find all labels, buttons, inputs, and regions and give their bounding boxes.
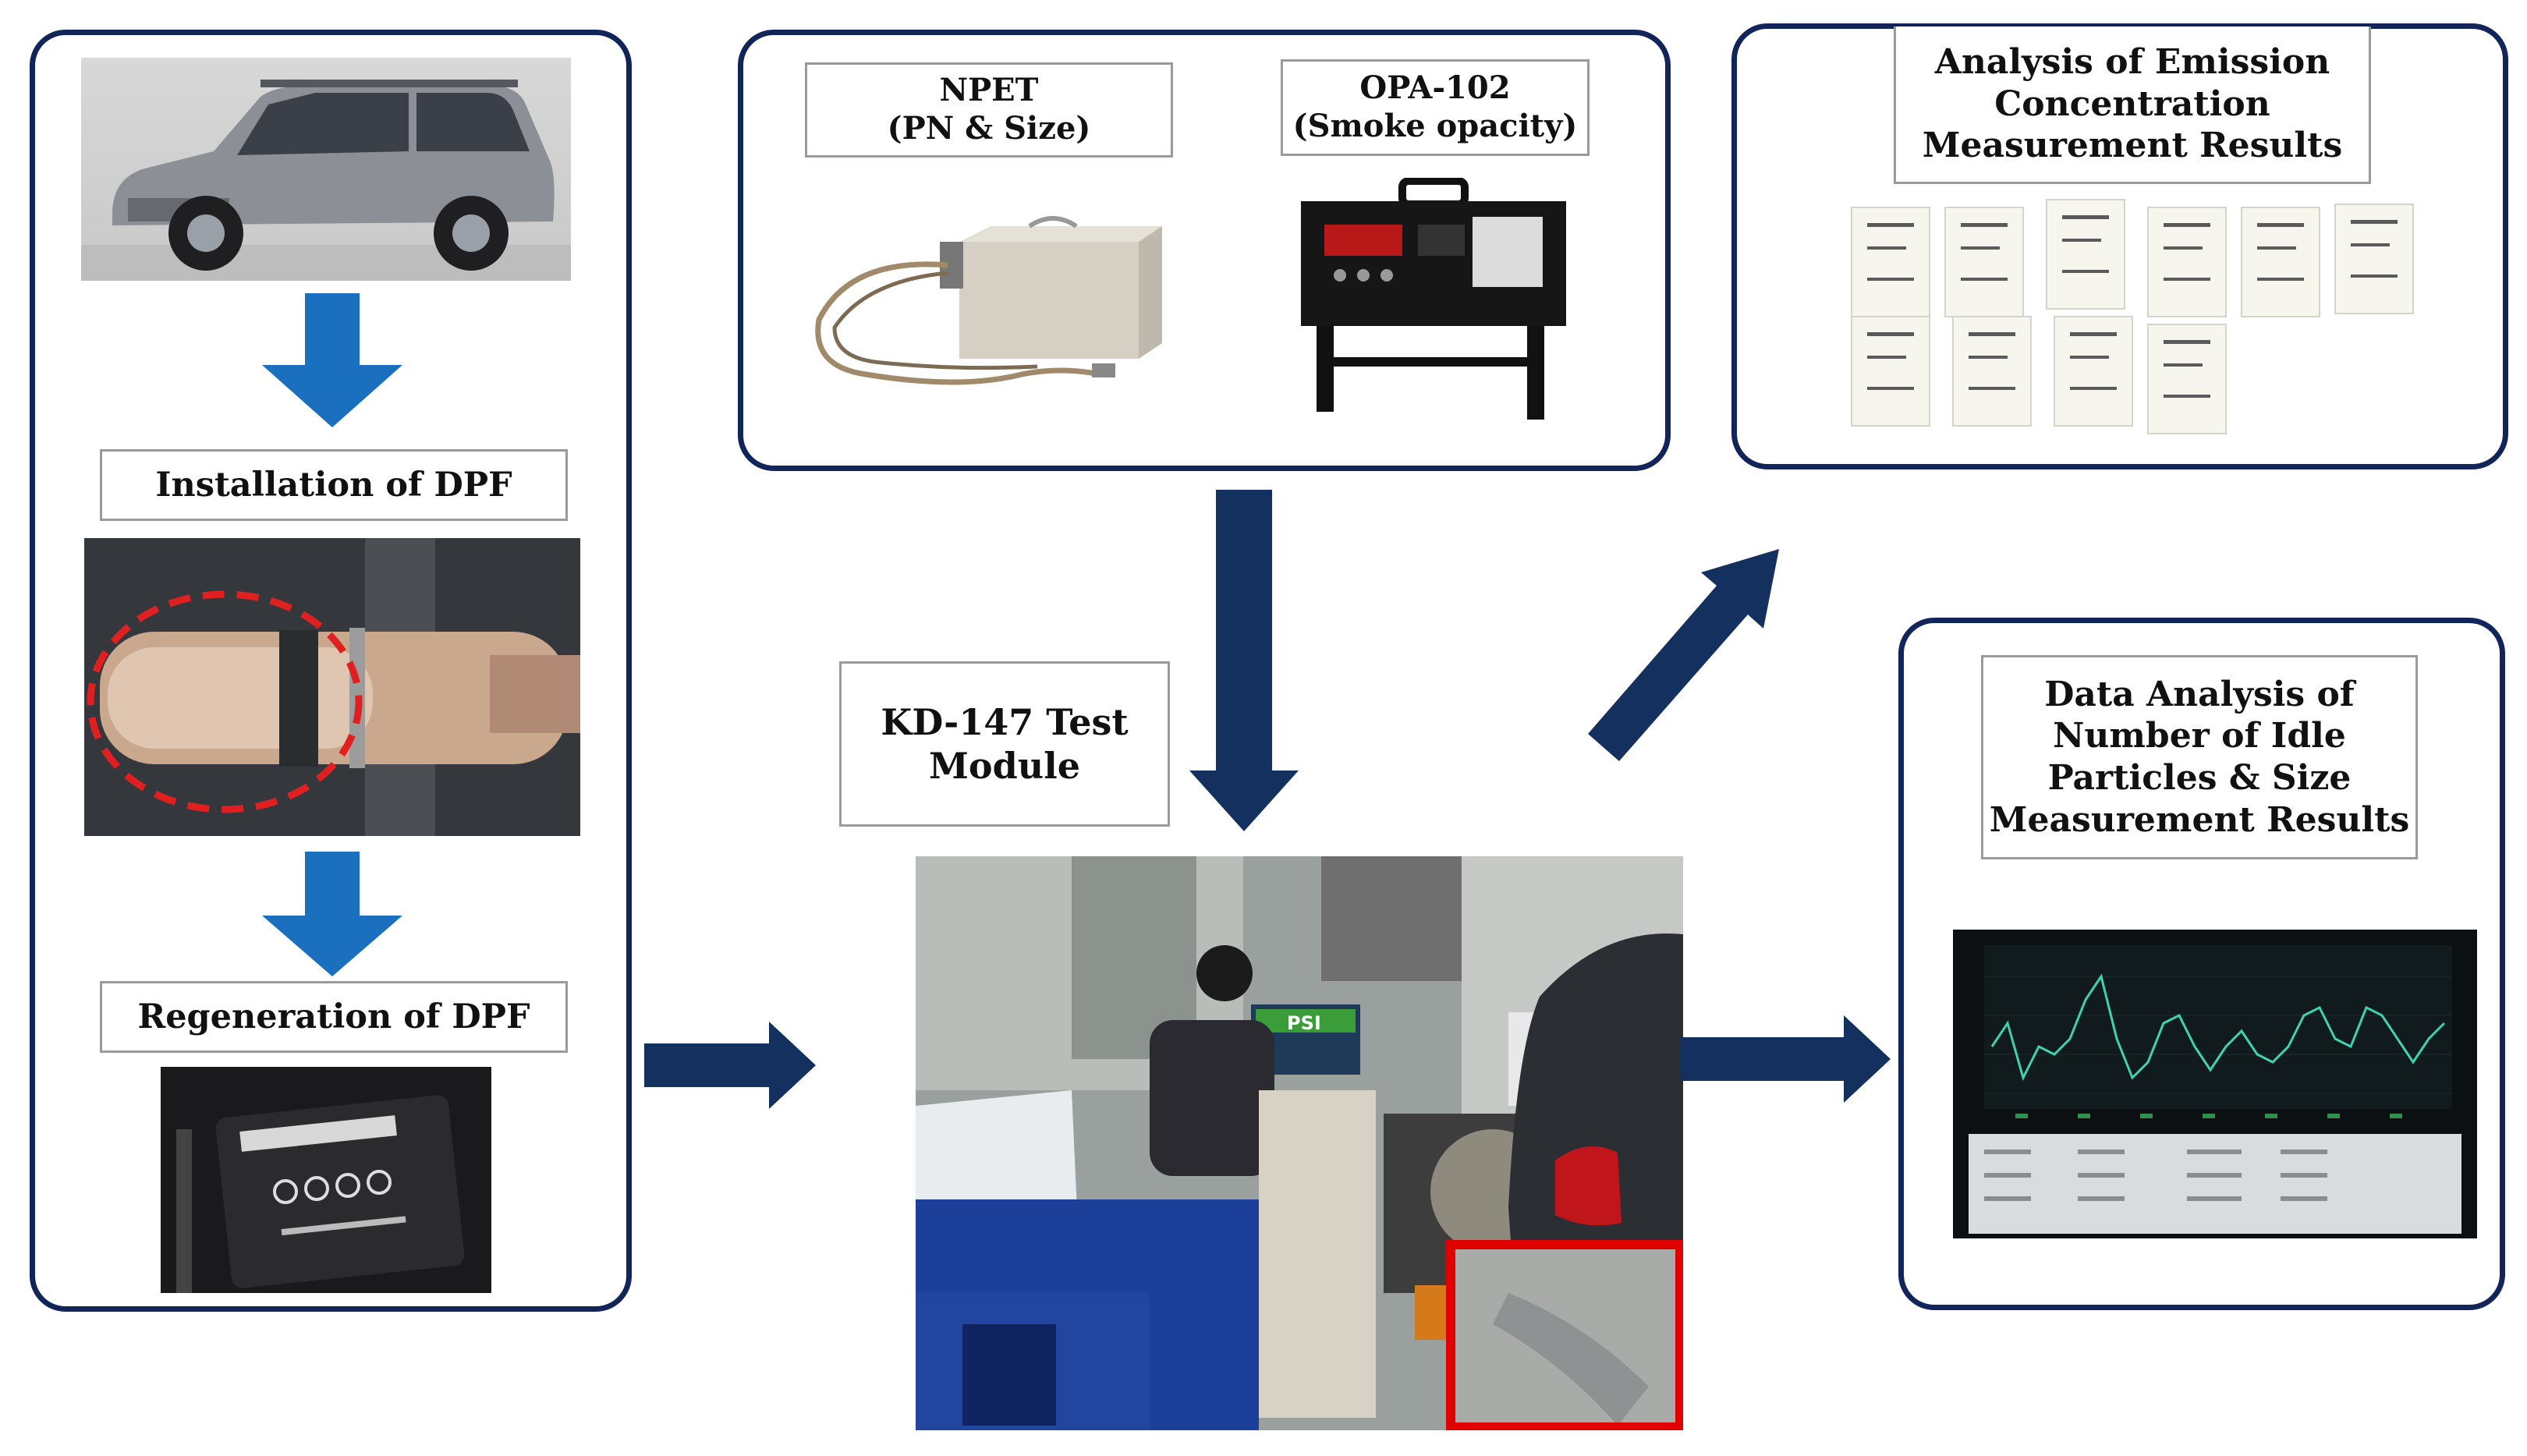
- arrow-right-icon: [1680, 1015, 1891, 1103]
- emission-analysis-label: Analysis of Emission Concentration Measu…: [1894, 27, 2371, 184]
- particle-analysis-label: Data Analysis of Number of Idle Particle…: [1981, 655, 2418, 859]
- particle-data-screen-photo: [1953, 930, 2477, 1238]
- arrow-down-icon: [1189, 490, 1299, 831]
- monitor-brand-text: PSI: [1287, 1012, 1321, 1034]
- dpf-installation-photo: [84, 538, 580, 836]
- regeneration-of-dpf-label: Regeneration of DPF: [100, 981, 568, 1053]
- arrow-down-icon: [262, 852, 402, 976]
- emission-printouts-group: [1844, 199, 2421, 441]
- arrow-right-icon: [644, 1022, 816, 1109]
- opa-102-instrument-photo: [1293, 178, 1574, 427]
- particle-trace-line: [1990, 973, 2446, 1082]
- arrow-down-icon: [262, 293, 402, 427]
- opa-102-label: OPA-102 (Smoke opacity): [1281, 59, 1590, 156]
- kd-147-test-setup-photo: PSI: [916, 856, 1683, 1430]
- dpf-regeneration-device-photo: [161, 1067, 491, 1293]
- dpf-highlight-circle: [87, 590, 363, 813]
- npet-instrument-photo: [803, 211, 1178, 406]
- installation-of-dpf-label: Installation of DPF: [100, 449, 568, 521]
- npet-label: NPET (PN & Size): [805, 62, 1173, 158]
- arrow-diagonal-up-icon: [1588, 549, 1779, 761]
- kd-147-test-module-label: KD-147 Test Module: [839, 661, 1170, 827]
- exhaust-highlight-box: [1446, 1240, 1683, 1430]
- suv-vehicle-photo: [81, 58, 571, 281]
